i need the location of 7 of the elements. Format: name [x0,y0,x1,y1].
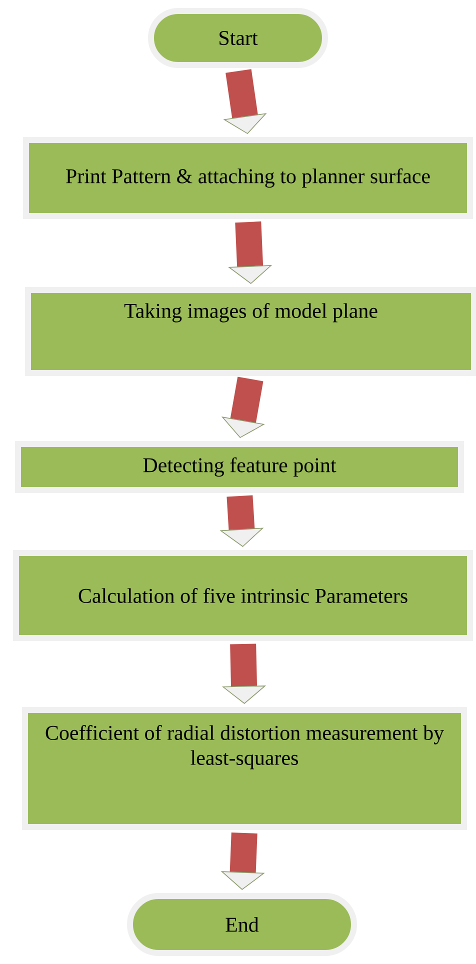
process-box: Detecting feature point [15,441,464,493]
process-box: Print Pattern & attaching to planner surface [23,137,473,219]
process-box: Taking images of model plane [25,287,476,376]
terminal-box: Start [148,8,328,68]
process-box: Calculation of five intrinsic Parameters [13,550,473,641]
terminal-box: End [127,893,357,956]
process-box: Coefficient of radial distortion measurement by least-squares [22,707,467,830]
